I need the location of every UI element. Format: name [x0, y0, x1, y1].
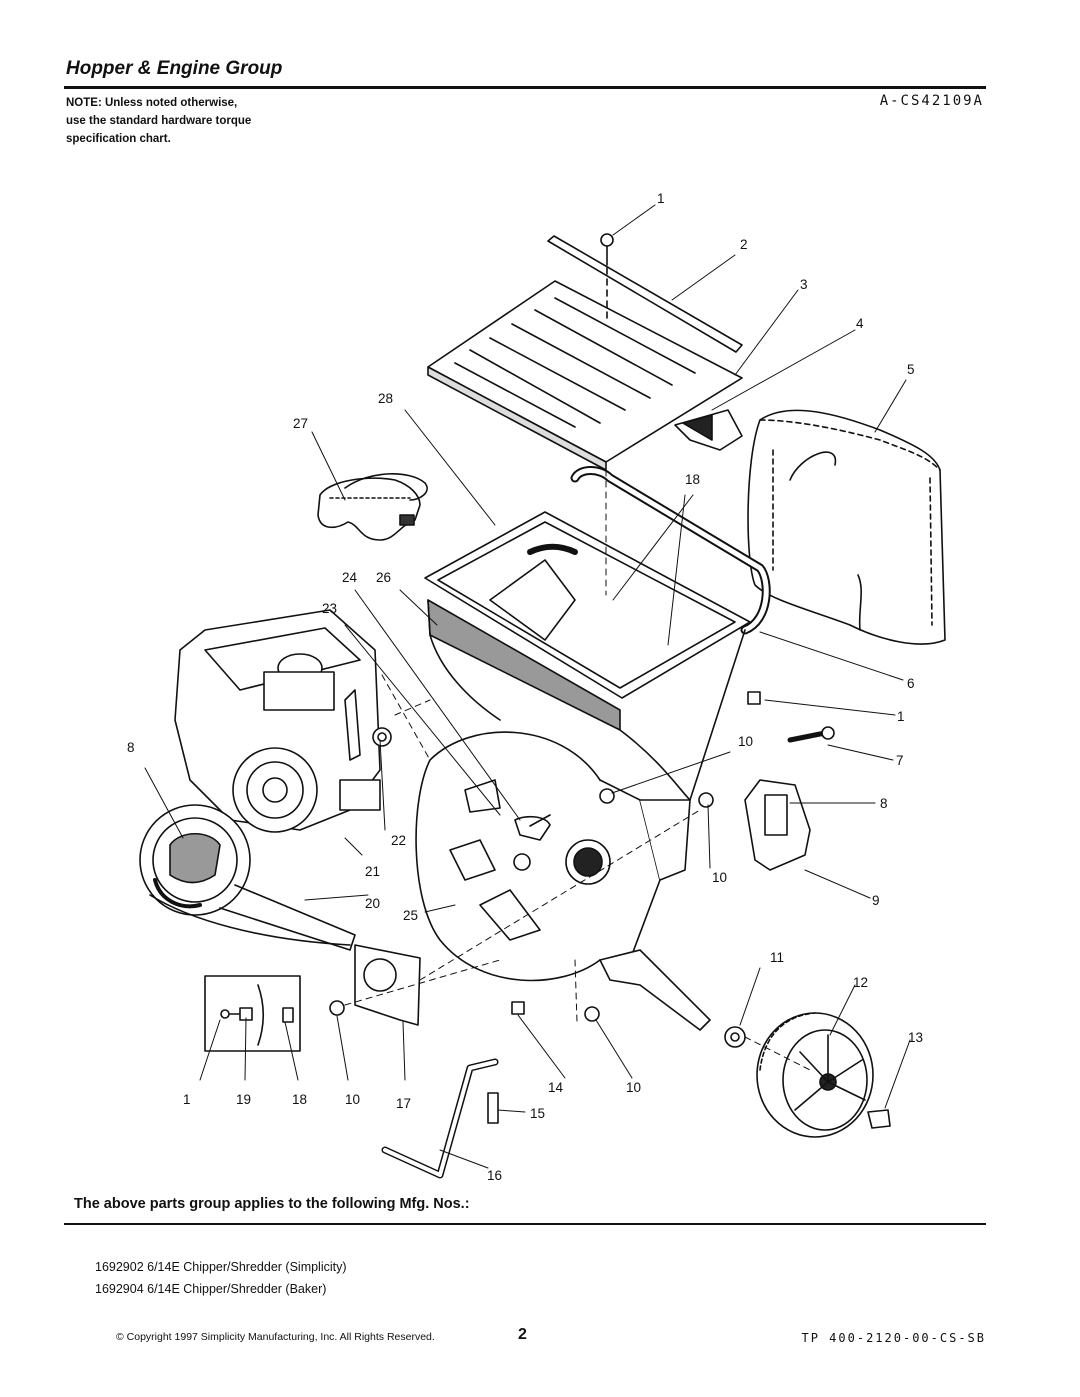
- callout-6: 6: [907, 676, 915, 691]
- title-rule: [64, 86, 986, 89]
- callout-14: 14: [548, 1080, 564, 1095]
- callout-2: 2: [740, 237, 748, 252]
- hardware-inset: [204, 975, 301, 1052]
- callout-24: 24: [342, 570, 358, 585]
- callout-18: 18: [685, 472, 700, 487]
- callout-10: 10: [345, 1092, 360, 1107]
- callout-18: 18: [292, 1092, 307, 1107]
- page-title: Hopper & Engine Group: [66, 58, 283, 79]
- callout-27: 27: [293, 416, 308, 431]
- note-line: NOTE: Unless noted otherwise,: [66, 97, 238, 109]
- applies-heading: The above parts group applies to the fol…: [74, 1196, 470, 1212]
- callout-8: 8: [880, 796, 888, 811]
- callout-12: 12: [853, 975, 868, 990]
- wheel: [724, 1012, 891, 1138]
- document-number: TP 400-2120-00-CS-SB: [801, 1331, 986, 1345]
- engine: [174, 609, 392, 833]
- callout-28: 28: [378, 391, 393, 406]
- callout-3: 3: [800, 277, 808, 292]
- copyright: © Copyright 1997 Simplicity Manufacturin…: [116, 1331, 435, 1343]
- callout-20: 20: [365, 896, 380, 911]
- rotor-housing: [415, 731, 691, 982]
- fasteners: [329, 691, 835, 1026]
- alignment-lines: [344, 469, 811, 1071]
- leader-lines: [144, 204, 911, 1169]
- torque-note: NOTE: Unless noted otherwise, use the st…: [66, 95, 326, 148]
- callout-23: 23: [322, 601, 337, 616]
- chipper-chute: [139, 804, 356, 951]
- callout-17: 17: [396, 1096, 411, 1111]
- callout-10: 10: [626, 1080, 641, 1095]
- hopper: [424, 466, 771, 801]
- callout-8: 8: [127, 740, 135, 755]
- callout-25: 25: [403, 908, 418, 923]
- section-rule: [64, 1223, 986, 1225]
- crank-handle: [381, 1058, 499, 1179]
- callout-1: 1: [657, 191, 665, 206]
- callout-13: 13: [908, 1030, 923, 1045]
- callout-19: 19: [236, 1092, 251, 1107]
- drawing-id: A-CS42109A: [879, 93, 984, 109]
- callout-11: 11: [770, 950, 784, 965]
- callout-10: 10: [738, 734, 753, 749]
- discharge-deflector: [744, 779, 811, 871]
- cover-bracket: [547, 233, 743, 353]
- note-line: use the standard hardware torque: [66, 114, 252, 127]
- axle-support: [599, 949, 711, 1031]
- callout-21: 21: [365, 864, 380, 879]
- callout-1: 1: [897, 709, 905, 724]
- callout-7: 7: [896, 753, 904, 768]
- collection-bag: [747, 409, 946, 645]
- model-list: 1692902 6/14E Chipper/Shredder (Simplici…: [95, 1257, 347, 1301]
- hopper-cover: [427, 280, 743, 471]
- callout-labels: 1 2 3 4 5 28 27 18 24 26 23 6 1 10 7 8 8…: [127, 191, 923, 1183]
- callout-5: 5: [907, 362, 915, 377]
- note-line: specification chart.: [66, 132, 171, 145]
- page-number: 2: [518, 1326, 527, 1343]
- callout-16: 16: [487, 1168, 502, 1183]
- model-item: 1692904 6/14E Chipper/Shredder (Baker): [95, 1281, 327, 1296]
- callout-22: 22: [391, 833, 406, 848]
- callout-10: 10: [712, 870, 727, 885]
- safety-glasses: [317, 473, 428, 541]
- callout-4: 4: [856, 316, 864, 331]
- callout-1: 1: [183, 1092, 191, 1107]
- model-item: 1692902 6/14E Chipper/Shredder (Simplici…: [95, 1260, 347, 1274]
- callout-9: 9: [872, 893, 880, 908]
- callout-26: 26: [376, 570, 391, 585]
- callout-15: 15: [530, 1106, 545, 1121]
